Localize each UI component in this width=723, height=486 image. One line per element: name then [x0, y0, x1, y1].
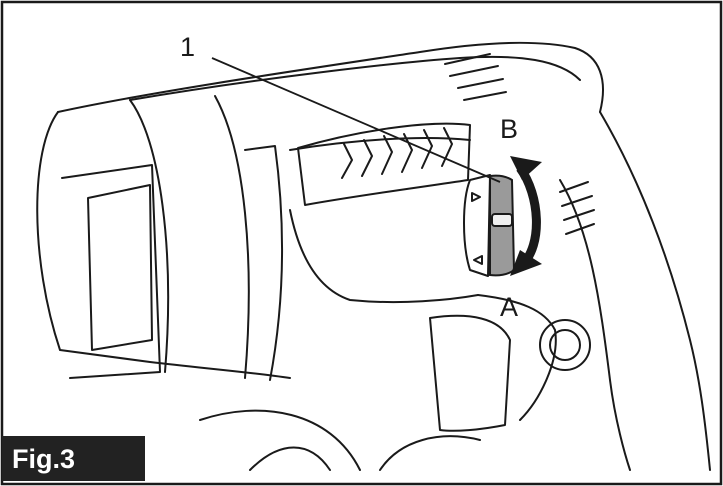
- front-face-inner: [87, 184, 153, 351]
- housing-top-outline: [57, 41, 604, 113]
- base-contour: [199, 409, 481, 471]
- handle-grip-slots: [559, 181, 595, 235]
- dial-arrow-down-marker: [473, 255, 483, 265]
- collar-right: [214, 95, 250, 379]
- callout-position-b: B: [500, 114, 518, 144]
- dial-arrow-up-marker: [471, 192, 481, 202]
- body-lower-contour: [289, 209, 479, 304]
- figure-label: Fig.3: [12, 444, 76, 474]
- collar-left: [129, 99, 170, 373]
- handle-front: [559, 179, 631, 471]
- callout-part-number: 1: [180, 32, 195, 62]
- rotation-dial: [489, 174, 516, 277]
- callout-position-a: A: [500, 292, 518, 322]
- collar-band: [244, 145, 283, 381]
- handle-back: [599, 111, 711, 471]
- body-upper-contour: [289, 137, 471, 151]
- lock-button-inner: [549, 329, 581, 361]
- housing-top-ridge: [129, 55, 581, 101]
- figure-label-box: [2, 436, 145, 481]
- chevron-vents: [341, 127, 453, 179]
- lock-button-outer: [539, 319, 591, 371]
- arrow-head-down: [510, 250, 542, 276]
- callout-leader-line: [211, 57, 501, 183]
- front-housing: [36, 111, 291, 379]
- dial-knob-slot: [491, 213, 513, 227]
- top-vents: [444, 53, 507, 101]
- front-face-outer: [61, 164, 161, 379]
- trigger: [429, 314, 511, 432]
- vent-recess: [297, 122, 471, 206]
- dial-housing: [463, 174, 491, 277]
- arrow-head-up: [510, 156, 542, 180]
- trigger-area: [477, 294, 557, 421]
- rotation-arrow: [510, 156, 542, 276]
